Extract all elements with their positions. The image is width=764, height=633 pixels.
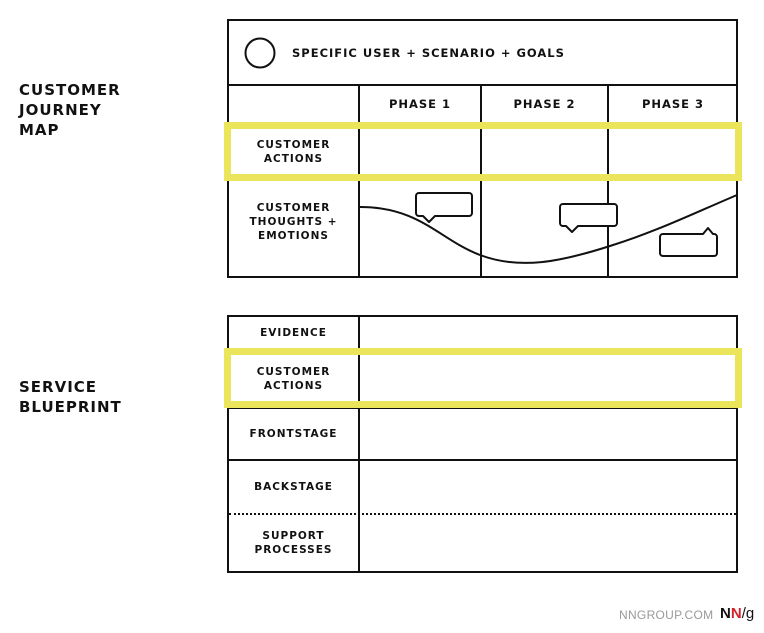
- blueprint-table: [227, 315, 738, 573]
- label-line: PROCESSES: [254, 544, 333, 556]
- label-line: ACTIONS: [263, 380, 324, 392]
- label-line: CUSTOMER: [256, 138, 331, 151]
- label-line: CUSTOMER: [256, 202, 331, 214]
- row-label-customer-actions-bp: CUSTOMER ACTIONS: [229, 351, 358, 407]
- logo-slash-g: /g: [741, 605, 755, 622]
- blueprint-section-title: SERVICE BLUEPRINT: [19, 377, 122, 417]
- header-divider: [227, 84, 738, 86]
- journey-map-section-title: CUSTOMER JOURNEY MAP: [19, 80, 121, 140]
- label-line: ACTIONS: [263, 152, 324, 165]
- title-line: SERVICE: [19, 378, 98, 396]
- logo-n1: N: [720, 605, 731, 622]
- label-line: CUSTOMER: [256, 366, 331, 378]
- label-line: SUPPORT: [262, 530, 325, 542]
- row-label-support-processes: SUPPORT PROCESSES: [229, 515, 358, 571]
- row-label-customer-actions: CUSTOMER ACTIONS: [229, 124, 358, 179]
- label-line: EMOTIONS: [258, 230, 329, 242]
- phase-2-label: PHASE 2: [513, 97, 576, 111]
- row-label-evidence: EVIDENCE: [260, 327, 327, 339]
- blueprint-label-divider: [358, 315, 360, 572]
- row-label-frontstage: FRONTSTAGE: [249, 428, 338, 440]
- customer-actions-highlight-journey: [224, 122, 742, 181]
- phase-3-label: PHASE 3: [641, 97, 705, 111]
- title-line: MAP: [19, 121, 60, 139]
- customer-actions-highlight-blueprint: [224, 348, 742, 408]
- persona-header: SPECIFIC USER + SCENARIO + GOALS: [292, 46, 565, 60]
- row-label-backstage: BACKSTAGE: [254, 481, 333, 493]
- footer-url-link[interactable]: NNGROUP.COM: [619, 608, 714, 622]
- title-line: BLUEPRINT: [19, 398, 122, 416]
- actions-row-divider-bp: [227, 407, 738, 409]
- row-label-thoughts-emotions: CUSTOMER THOUGHTS + EMOTIONS: [229, 181, 358, 263]
- phase-1-label: PHASE 1: [388, 97, 452, 111]
- nng-logo[interactable]: NN/g: [720, 605, 754, 622]
- frontstage-row-divider: [227, 459, 738, 461]
- logo-n2: N: [730, 605, 742, 622]
- title-line: CUSTOMER: [19, 81, 121, 99]
- title-line: JOURNEY: [19, 101, 102, 119]
- label-line: THOUGHTS +: [249, 216, 338, 228]
- line-of-visibility-dotted: [229, 513, 736, 515]
